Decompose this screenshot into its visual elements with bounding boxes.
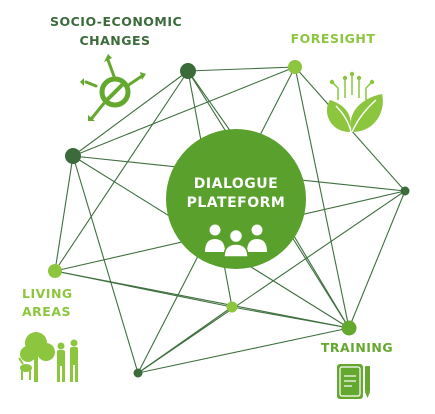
arrows-circle-icon bbox=[80, 54, 146, 121]
leaf-circuit-icon bbox=[326, 71, 383, 133]
training-label: TRAINING bbox=[312, 340, 402, 355]
book-pen-icon bbox=[337, 364, 370, 399]
node-bottom bbox=[133, 368, 143, 378]
dialogue-platform-circle bbox=[166, 129, 306, 269]
dialogue-platform-line2: PLATEFORM bbox=[186, 195, 286, 211]
living-areas-label-line1: LIVING bbox=[22, 286, 73, 301]
foresight-label: FORESIGHT bbox=[283, 31, 383, 46]
node-socio bbox=[180, 63, 196, 79]
dialogue-platform-line1: DIALOGUE bbox=[193, 176, 279, 192]
people-group-icon bbox=[205, 224, 267, 258]
node-right bbox=[400, 186, 410, 196]
socio-economic-label-line2: CHANGES bbox=[79, 33, 151, 48]
node-middle-lower bbox=[226, 301, 238, 313]
node-living bbox=[48, 264, 62, 278]
living-areas-label: LIVING AREAS bbox=[22, 285, 92, 321]
people-trees-icon bbox=[18, 332, 78, 382]
dialogue-platform-label: DIALOGUE PLATEFORM bbox=[171, 175, 301, 213]
socio-economic-label: SOCIO-ECONOMIC CHANGES bbox=[50, 12, 183, 50]
living-areas-label-line2: AREAS bbox=[22, 304, 72, 319]
node-left-upper bbox=[65, 148, 81, 164]
training-label-text: TRAINING bbox=[320, 340, 394, 355]
node-training bbox=[341, 320, 357, 336]
socio-economic-label-line1: SOCIO-ECONOMIC bbox=[50, 14, 183, 29]
node-foresight bbox=[288, 60, 302, 74]
foresight-label-text: FORESIGHT bbox=[290, 31, 376, 46]
